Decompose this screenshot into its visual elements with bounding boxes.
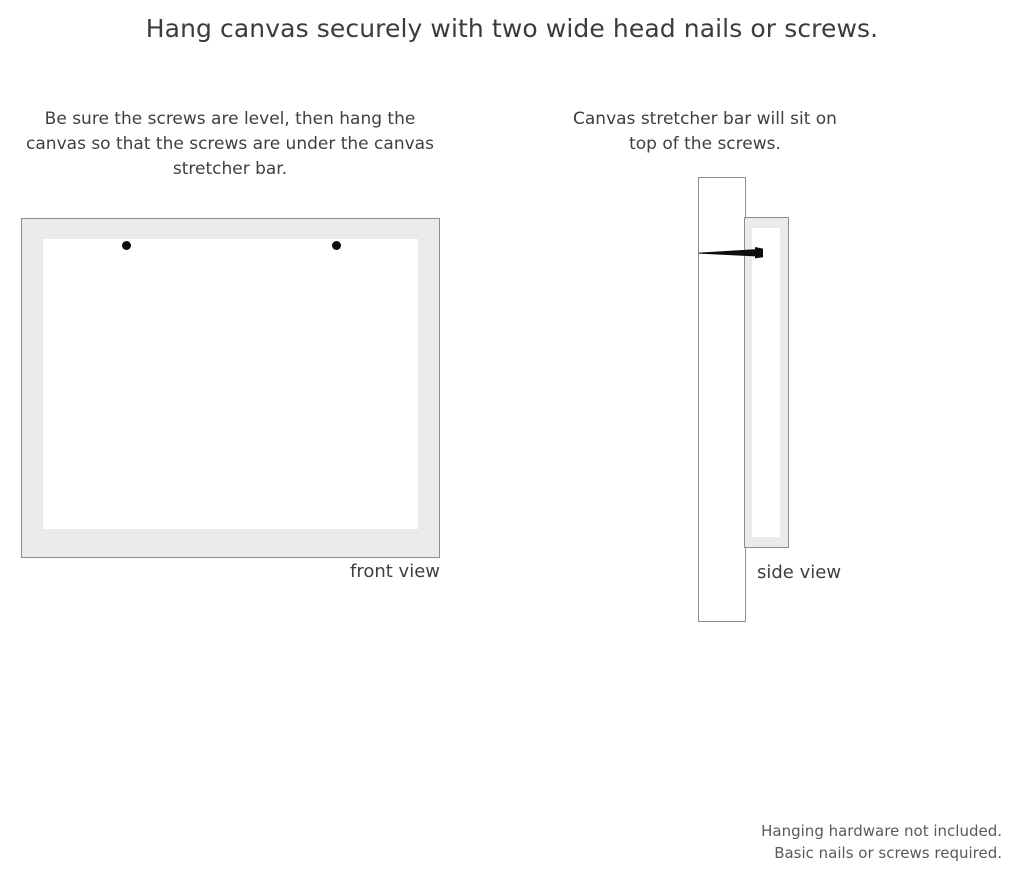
- front-view-label: front view: [350, 561, 440, 582]
- side-view-diagram: [690, 170, 810, 630]
- screw-head-right-icon: [332, 241, 341, 250]
- stretcher-bar-inner: [752, 228, 780, 537]
- side-view-caption: Canvas stretcher bar will sit on top of …: [573, 109, 837, 154]
- page-title: Hang canvas securely with two wide head …: [145, 14, 879, 43]
- footer-line-2: Basic nails or screws required.: [774, 844, 1002, 862]
- screw-head-left-icon: [122, 241, 131, 250]
- canvas-face: [43, 239, 418, 529]
- screw-side-icon: [699, 247, 763, 259]
- footer-disclaimer: Hanging hardware not included. Basic nai…: [582, 820, 1002, 864]
- footer-line-1: Hanging hardware not included.: [761, 822, 1002, 840]
- side-view-label: side view: [757, 562, 842, 583]
- canvas-stretcher-bar-side: [744, 217, 789, 548]
- canvas-frame-front: [21, 218, 440, 558]
- front-view-diagram: [21, 218, 440, 558]
- front-view-caption: Be sure the screws are level, then hang …: [26, 109, 434, 179]
